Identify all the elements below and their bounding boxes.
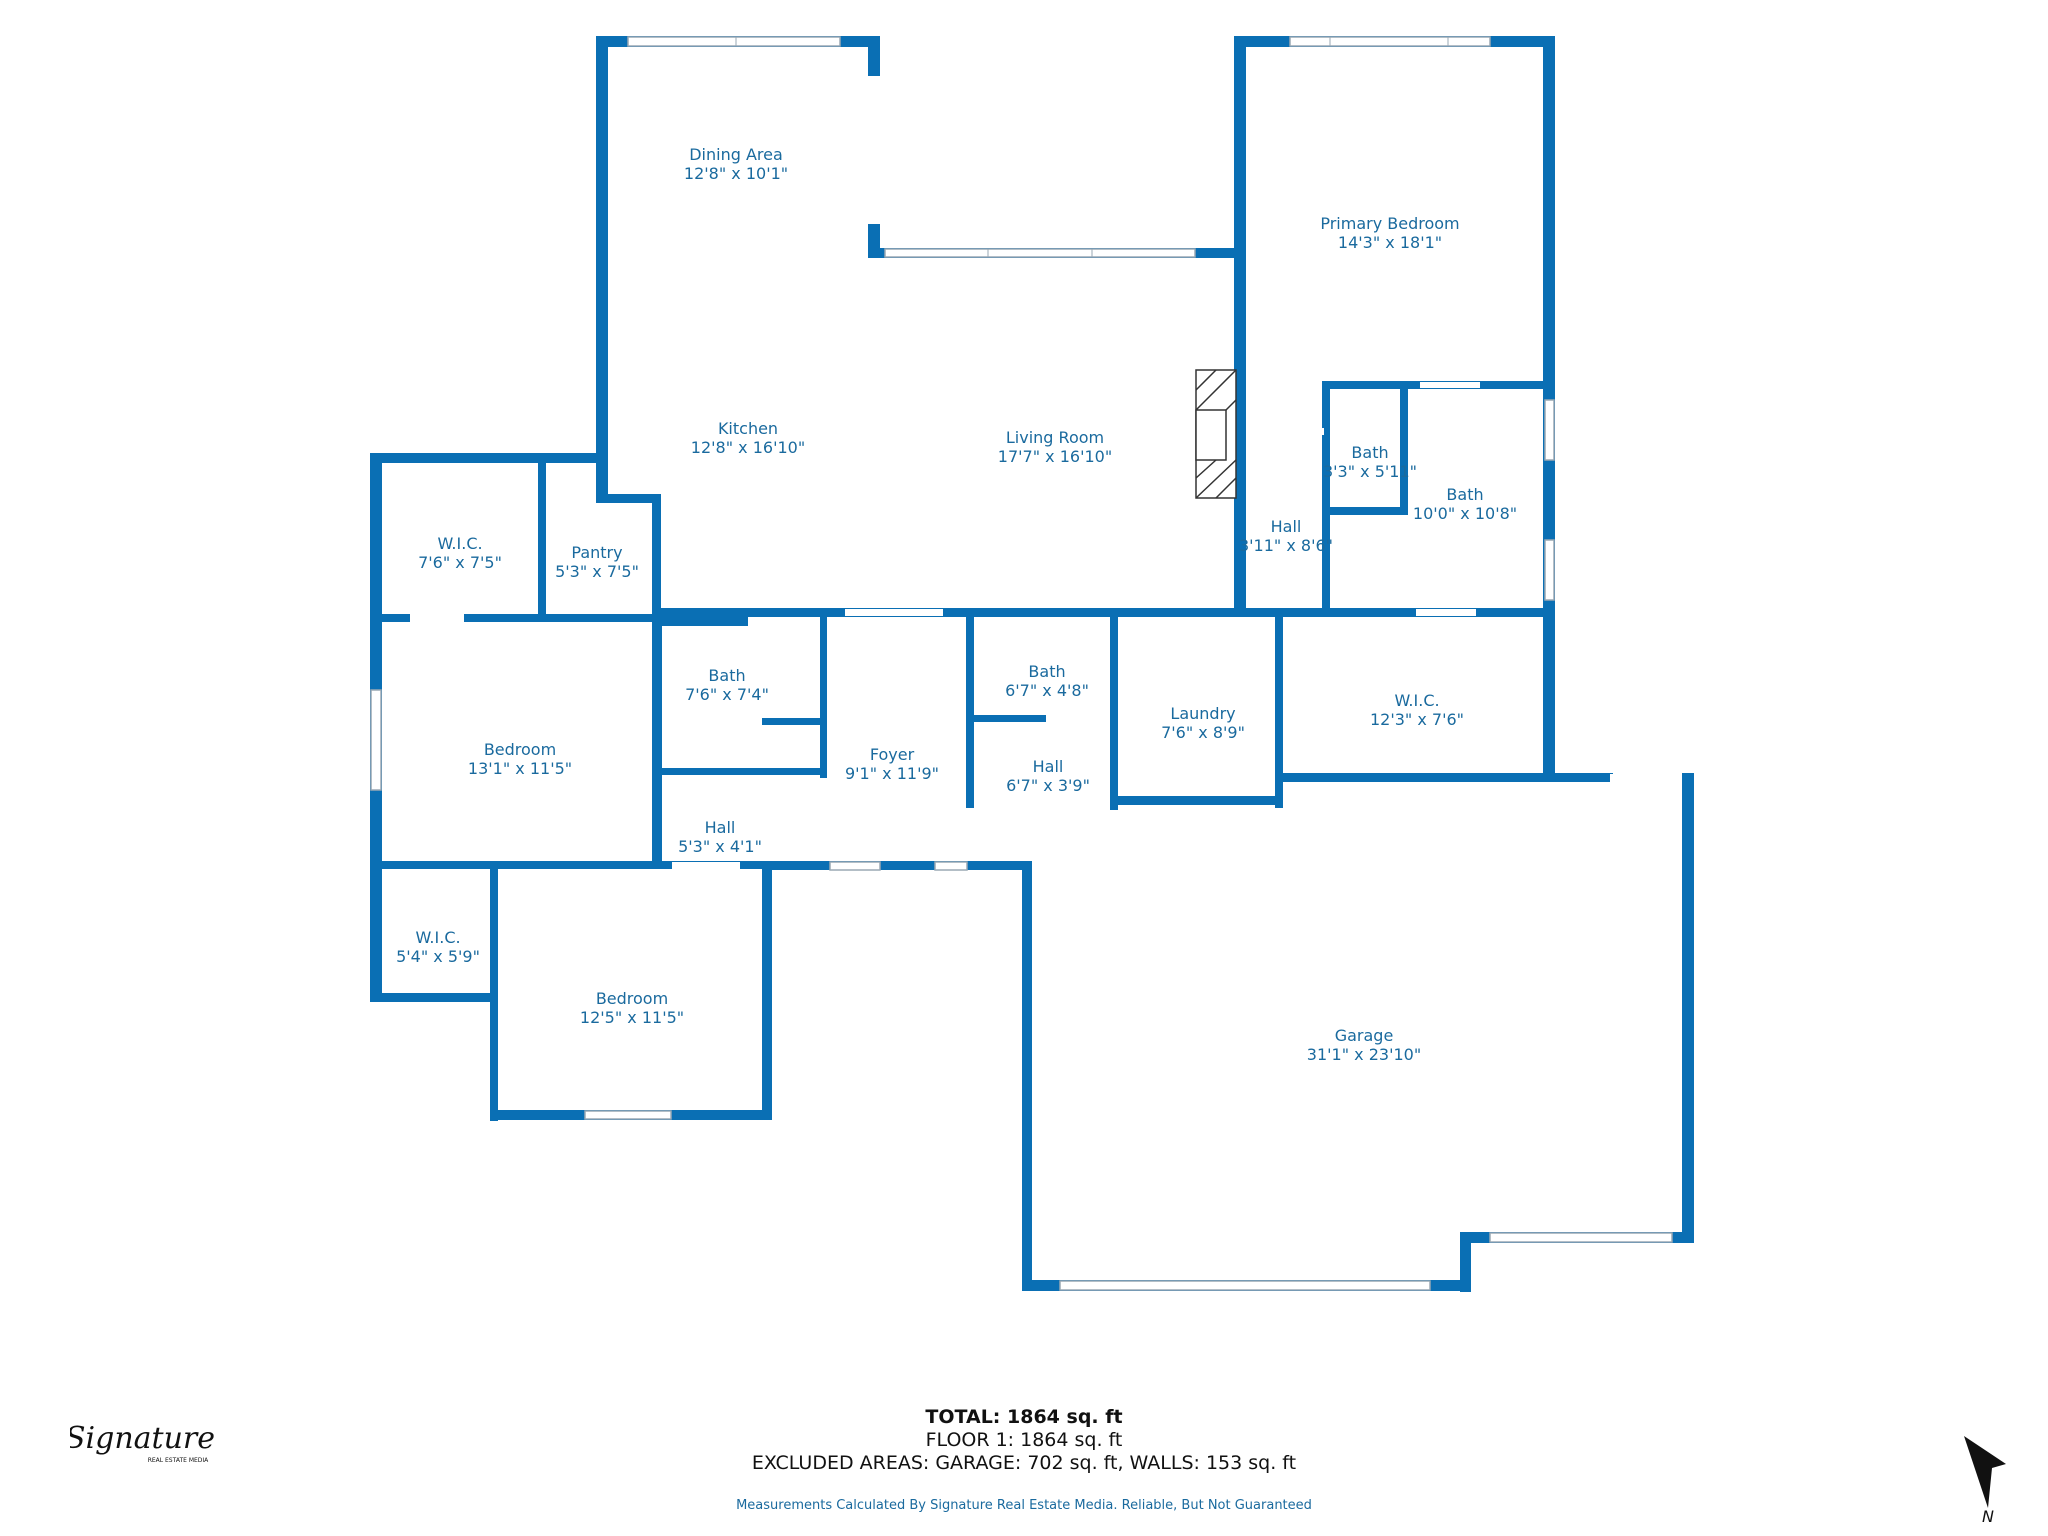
room-dim: 5'3" x 7'5" [555,562,639,581]
room-name: Hall [1271,517,1302,536]
logo-sub-text: REAL ESTATE MEDIA [148,1457,209,1464]
excluded-areas: EXCLUDED AREAS: GARAGE: 702 sq. ft, WALL… [751,1452,1297,1474]
room-name: Bath [1446,485,1483,504]
room-name: Garage [1335,1026,1394,1045]
room-dim: 5'3" x 4'1" [678,837,762,856]
room-name: Bath [1351,443,1388,462]
room-dim: 5'4" x 5'9" [396,947,480,966]
room-dim: 14'3" x 18'1" [1338,233,1442,252]
room-dim: 3'11" x 8'6" [1239,536,1333,555]
room-dim: 12'5" x 11'5" [580,1008,684,1027]
total-area: TOTAL: 1864 sq. ft [925,1406,1123,1428]
room-name: Foyer [870,745,915,764]
room-name: Dining Area [689,145,783,164]
room-dim: 6'7" x 3'9" [1006,776,1090,795]
disclaimer: Measurements Calculated By Signature Rea… [736,1498,1312,1513]
room-wic-left: W.I.C.7'6" x 7'5" [418,534,502,572]
room-name: Kitchen [718,419,778,438]
room-dim: 7'6" x 7'5" [418,553,502,572]
room-wic-small: W.I.C.5'4" x 5'9" [396,928,480,966]
north-label: N [1982,1507,1994,1525]
signature-logo: Signature REAL ESTATE MEDIA [70,1421,215,1464]
room-dim: 6'7" x 4'8" [1005,681,1089,700]
room-name: W.I.C. [437,534,482,553]
room-name: Hall [705,818,736,837]
fireplace [1195,369,1237,499]
room-wic-right: W.I.C.12'3" x 7'6" [1370,691,1464,729]
room-name: Bedroom [596,989,668,1008]
north-arrow-icon: N [1964,1436,2006,1525]
room-name: Bedroom [484,740,556,759]
room-name: Pantry [571,543,622,562]
logo-main-text: Signature [70,1421,215,1456]
room-dim: 9'1" x 11'9" [845,764,939,783]
room-name: Hall [1033,757,1064,776]
room-dim: 7'6" x 7'4" [685,685,769,704]
room-dim: 7'6" x 8'9" [1161,723,1245,742]
room-name: Primary Bedroom [1320,214,1459,233]
room-name: Living Room [1006,428,1104,447]
room-dim: 17'7" x 16'10" [998,447,1112,466]
room-name: W.I.C. [415,928,460,947]
room-dim: 12'8" x 16'10" [691,438,805,457]
room-dim: 12'8" x 10'1" [684,164,788,183]
room-dim: 13'1" x 11'5" [468,759,572,778]
area-summary: TOTAL: 1864 sq. ft FLOOR 1: 1864 sq. ft … [0,1406,2048,1475]
room-name: Laundry [1170,704,1235,723]
floor-area: FLOOR 1: 1864 sq. ft [925,1429,1123,1451]
room-dim: 31'1" x 23'10" [1307,1045,1421,1064]
room-name: W.I.C. [1394,691,1439,710]
room-dim: 10'0" x 10'8" [1413,504,1517,523]
room-name: Bath [1028,662,1065,681]
windows-and-openings [370,36,1682,1291]
room-dim: 12'3" x 7'6" [1370,710,1464,729]
room-name: Bath [708,666,745,685]
room-dim: 3'3" x 5'11" [1323,462,1417,481]
